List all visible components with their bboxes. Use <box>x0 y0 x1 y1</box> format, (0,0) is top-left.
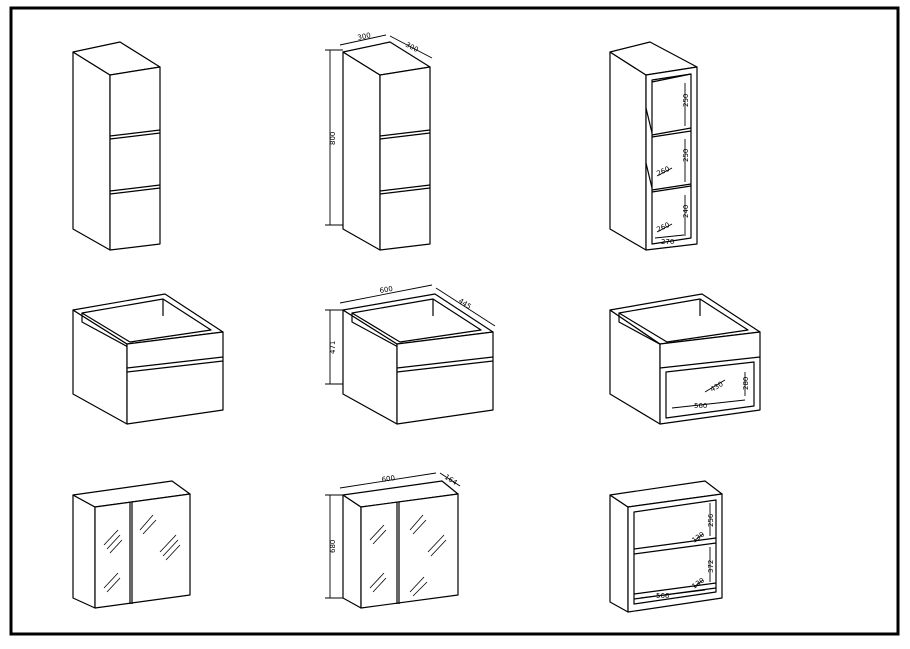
dim-width: 600 <box>379 285 394 295</box>
sheet-border <box>9 6 900 636</box>
side-panel <box>342 494 362 609</box>
tall-cabinet-dimensioned: 300 300 800 <box>325 31 433 251</box>
side-panel <box>72 51 111 251</box>
front-frame <box>645 66 698 251</box>
dim-h1: 256 <box>707 513 715 527</box>
dim-w: 566 <box>656 592 670 600</box>
mirror-cabinet <box>72 480 191 609</box>
tall-cabinet-drawers <box>72 41 161 251</box>
front-panel <box>109 66 161 251</box>
front-frame <box>627 493 723 613</box>
drawer-basin-dimensioned: 600 445 471 <box>325 284 496 425</box>
drawer-basin-unit <box>72 293 224 425</box>
dim-width: 560 <box>694 402 707 410</box>
side-panel <box>609 51 647 251</box>
front-panel <box>360 493 459 609</box>
front-panel <box>379 66 431 251</box>
dim-shelf-3: 240 <box>682 205 690 218</box>
side-panel <box>342 51 381 251</box>
front-panel <box>94 493 191 609</box>
open-vanity-unit: 430 280 560 <box>609 293 761 425</box>
dim-width: 600 <box>381 474 395 484</box>
dim-height: 471 <box>329 341 337 354</box>
open-shelf-column: 250 250 240 260 260 270 <box>609 41 698 251</box>
dim-depth: 445 <box>457 297 473 311</box>
dim-height: 280 <box>742 377 750 390</box>
open-wall-shelf: 256 130 372 130 566 <box>609 480 723 613</box>
dim-h2: 372 <box>707 560 715 573</box>
side-panel <box>609 494 629 613</box>
mirror-cabinet-dimensioned: 600 164 680 <box>325 472 461 609</box>
dim-inner-width: 270 <box>661 238 674 246</box>
dim-shelf-2: 250 <box>682 149 690 162</box>
front-panel <box>126 331 224 425</box>
dim-shelf-1: 250 <box>682 94 690 107</box>
dim-height: 800 <box>329 132 337 145</box>
dim-height: 680 <box>329 540 337 553</box>
side-panel <box>72 494 96 609</box>
front-panel <box>396 331 494 425</box>
dim-width: 300 <box>357 31 372 42</box>
